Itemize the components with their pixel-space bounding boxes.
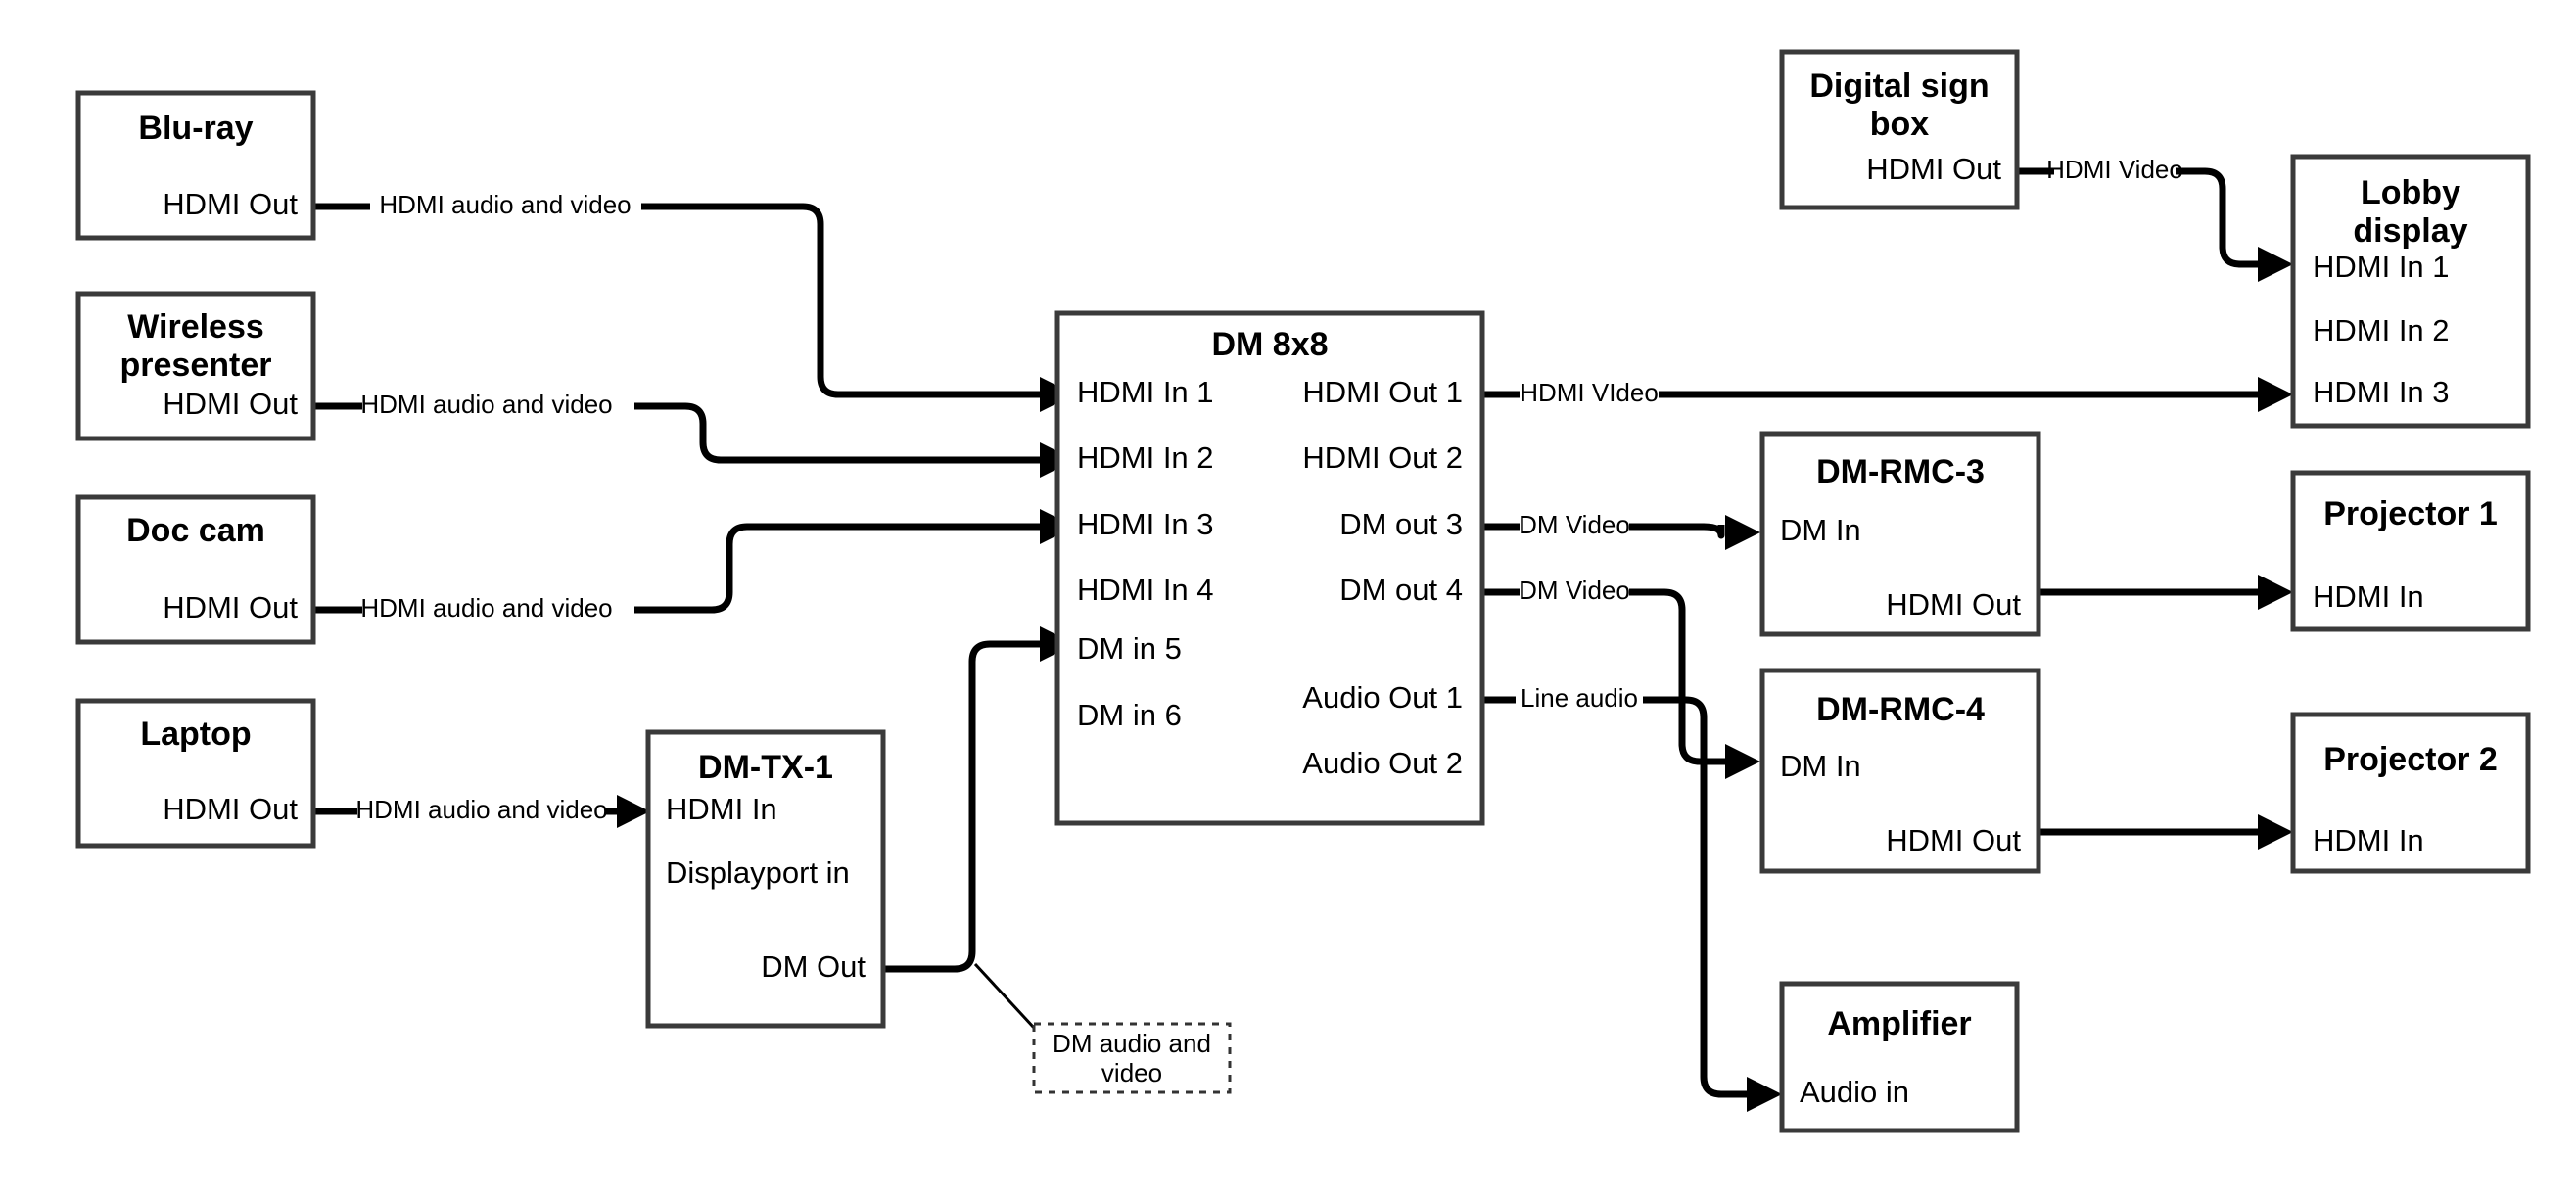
edge-doccam-to-dm-in3: HDMI audio and video — [313, 509, 1075, 623]
wireless-presenter-port-hdmi-out: HDMI Out — [163, 387, 298, 421]
edge-wireless-to-dm-in2: HDMI audio and video — [313, 390, 1075, 478]
dm-rmc-3-title: DM-RMC-3 — [1816, 453, 1985, 490]
node-amplifier[interactable]: Amplifier Audio in — [1779, 981, 2020, 1133]
dm-rmc-3-port-dm-in: DM In — [1780, 513, 1861, 547]
wireless-presenter-title-line2: presenter — [120, 346, 272, 384]
node-doc-cam[interactable]: Doc cam HDMI Out — [75, 494, 316, 645]
dm-tx-1-port-hdmi-in: HDMI In — [666, 792, 777, 826]
callout-line1: DM audio and — [1053, 1029, 1211, 1058]
edge-dmtx-to-dm-in5 — [882, 626, 1075, 973]
lobby-display-input-hdmi-in-3: HDMI In 3 — [2313, 375, 2450, 409]
wireless-presenter-title-line1: Wireless — [127, 308, 264, 346]
node-lobby-display[interactable]: Lobby display HDMI In 1 HDMI In 2 HDMI I… — [2290, 154, 2531, 429]
amplifier-port-audio-in: Audio in — [1800, 1075, 1909, 1109]
dm-rmc-3-port-hdmi-out: HDMI Out — [1886, 587, 2021, 622]
edge-rmc4-to-projector2 — [2019, 814, 2293, 850]
node-laptop[interactable]: Laptop HDMI Out — [75, 698, 316, 849]
bluray-title: Blu-ray — [138, 110, 253, 147]
dm-8x8-input-dm-in-5: DM in 5 — [1077, 631, 1182, 666]
dm-rmc-4-port-dm-in: DM In — [1780, 749, 1861, 783]
edge-signbox-to-lobby-in1: HDMI Video — [2017, 155, 2293, 282]
node-digital-sign-box[interactable]: Digital sign box HDMI Out — [1779, 49, 2020, 210]
projector-1-title: Projector 1 — [2323, 495, 2498, 532]
dm-8x8-output-dm-out-3: DM out 3 — [1339, 507, 1463, 541]
callout-leader-line — [973, 962, 1036, 1030]
dm-rmc-4-port-hdmi-out: HDMI Out — [1886, 823, 2021, 857]
dm-8x8-input-hdmi-in-1: HDMI In 1 — [1077, 375, 1214, 409]
node-dm-8x8[interactable]: DM 8x8 HDMI In 1 HDMI In 2 HDMI In 3 HDM… — [1054, 310, 1485, 826]
node-dm-tx-1[interactable]: DM-TX-1 HDMI In Displayport in DM Out — [645, 729, 886, 1029]
dm-8x8-output-audio-out-1: Audio Out 1 — [1302, 680, 1463, 715]
edge-label-dm-video-3: DM Video — [1519, 510, 1630, 539]
edge-dm-out1-to-lobby-in3: HDMI VIdeo — [1482, 377, 2293, 412]
dm-tx-1-port-dm-out: DM Out — [761, 949, 866, 984]
dm-8x8-input-hdmi-in-3: HDMI In 3 — [1077, 507, 1214, 541]
lobby-display-title-line2: display — [2353, 212, 2467, 250]
laptop-title: Laptop — [140, 716, 251, 753]
amplifier-title: Amplifier — [1827, 1005, 1971, 1042]
edge-laptop-to-dmtx: HDMI audio and video — [313, 795, 650, 828]
dm-8x8-output-hdmi-out-2: HDMI Out 2 — [1302, 440, 1463, 475]
dm-8x8-output-hdmi-out-1: HDMI Out 1 — [1302, 375, 1463, 409]
projector-2-title: Projector 2 — [2323, 741, 2498, 778]
callout-dm-audio-and-video: DM audio and video — [1032, 1022, 1232, 1094]
node-projector-1[interactable]: Projector 1 HDMI In — [2290, 470, 2531, 632]
node-wireless-presenter[interactable]: Wireless presenter HDMI Out — [75, 291, 316, 441]
edge-label-dm-video-4: DM Video — [1519, 576, 1630, 605]
node-dm-rmc-4[interactable]: DM-RMC-4 DM In HDMI Out — [1759, 668, 2041, 874]
node-bluray[interactable]: Blu-ray HDMI Out — [75, 90, 316, 241]
lobby-display-title-line1: Lobby — [2361, 174, 2460, 211]
callout-line2: video — [1101, 1058, 1162, 1087]
dm-tx-1-title: DM-TX-1 — [698, 749, 833, 786]
edge-rmc3-to-projector1 — [2019, 575, 2293, 610]
edge-label-hdmi-video-sign: HDMI Video — [2046, 155, 2183, 184]
projector-1-port-hdmi-in: HDMI In — [2313, 579, 2424, 614]
node-dm-rmc-3[interactable]: DM-RMC-3 DM In HDMI Out — [1759, 431, 2041, 637]
edge-dm-out3-to-rmc3: DM Video — [1482, 510, 1760, 550]
dm-8x8-input-hdmi-in-4: HDMI In 4 — [1077, 573, 1214, 607]
dm-8x8-input-dm-in-6: DM in 6 — [1077, 698, 1182, 732]
doc-cam-title: Doc cam — [126, 512, 265, 549]
edge-label-line-audio: Line audio — [1521, 683, 1638, 713]
digital-sign-box-title-line2: box — [1870, 106, 1930, 143]
projector-2-port-hdmi-in: HDMI In — [2313, 823, 2424, 857]
edge-label-doccam: HDMI audio and video — [360, 593, 612, 623]
lobby-display-input-hdmi-in-2: HDMI In 2 — [2313, 313, 2450, 347]
edge-label-wireless: HDMI audio and video — [360, 390, 612, 419]
digital-sign-box-title-line1: Digital sign — [1809, 68, 1989, 105]
edge-label-laptop: HDMI audio and video — [355, 795, 607, 824]
dm-8x8-output-audio-out-2: Audio Out 2 — [1302, 746, 1463, 780]
edge-bluray-to-dm-in1: HDMI audio and video — [313, 190, 1075, 412]
lobby-display-input-hdmi-in-1: HDMI In 1 — [2313, 250, 2450, 284]
dm-rmc-4-title: DM-RMC-4 — [1816, 691, 1985, 728]
laptop-port-hdmi-out: HDMI Out — [163, 792, 298, 826]
dm-8x8-title: DM 8x8 — [1211, 326, 1328, 363]
edge-dm-out4-to-rmc4: DM Video — [1482, 576, 1760, 779]
bluray-port-hdmi-out: HDMI Out — [163, 187, 298, 221]
edge-label-bluray: HDMI audio and video — [379, 190, 631, 219]
edge-label-hdmi-video-out1: HDMI VIdeo — [1520, 378, 1659, 407]
digital-sign-box-port-hdmi-out: HDMI Out — [1866, 152, 2001, 186]
dm-8x8-output-dm-out-4: DM out 4 — [1339, 573, 1463, 607]
edge-audio-out1-to-amplifier: Line audio — [1482, 683, 1782, 1112]
node-projector-2[interactable]: Projector 2 HDMI In — [2290, 712, 2531, 874]
doc-cam-port-hdmi-out: HDMI Out — [163, 590, 298, 624]
dm-8x8-input-hdmi-in-2: HDMI In 2 — [1077, 440, 1214, 475]
dm-tx-1-port-displayport-in: Displayport in — [666, 855, 850, 890]
